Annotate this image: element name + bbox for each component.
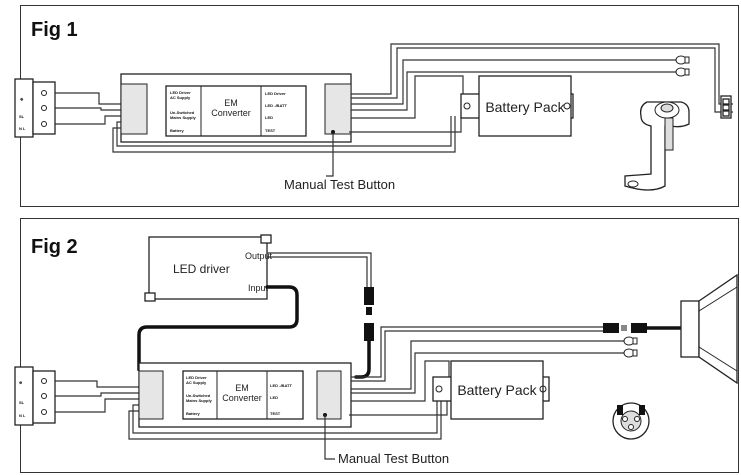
driver-output-plug: [364, 287, 374, 341]
figure-1-diagram: Fig 1 ⊕ SL N L LED Driver AC Supply Un-: [14, 19, 733, 192]
converter-label-out-driver: LED Driver: [265, 91, 286, 96]
test-button-bracket-sketch: [624, 101, 690, 191]
manual-test-button-label: Manual Test Button: [284, 177, 395, 192]
led-driver-output-label: Output: [245, 251, 273, 261]
converter2-label-battery: Battery: [186, 411, 201, 416]
siren-plug: [603, 323, 647, 333]
converter-label-led: LED: [265, 115, 273, 120]
svg-text:⊕: ⊕: [19, 380, 23, 385]
led-indicator-2: [675, 67, 690, 77]
led-indicator-1: [675, 55, 690, 65]
figure-1-panel: Fig 1 ⊕ SL N L LED Driver AC Supply Un-: [14, 5, 739, 207]
led-indicator-4: [623, 348, 638, 358]
svg-text:⊕: ⊕: [19, 97, 24, 101]
battery-pack-2-label: Battery Pack: [457, 382, 537, 398]
figure-1-title: Fig 1: [31, 19, 78, 41]
converter2-name-line1: EM: [235, 383, 249, 393]
converter-label-test: TEST: [265, 128, 276, 133]
converter2-label-ac-supply: AC Supply: [186, 380, 207, 385]
figure-2-panel: Fig 2 LED driver Output Input: [14, 218, 739, 473]
mains-terminal-block: ⊕ SL N L: [14, 78, 56, 138]
converter2-label-test: TEST: [270, 411, 281, 416]
em-converter-2: LED Driver AC Supply Un-Switched Mains S…: [138, 362, 352, 428]
svg-text:SL: SL: [19, 114, 25, 119]
manual-test-button-label-2: Manual Test Button: [338, 451, 449, 466]
converter2-label-mains: Mains Supply: [186, 398, 213, 403]
svg-text:SL: SL: [19, 400, 25, 405]
led-indicator-3: [623, 336, 638, 346]
figure-2-diagram: Fig 2 LED driver Output Input: [14, 234, 738, 466]
converter-label-unswitched: Un-Switched: [170, 110, 195, 115]
converter2-label-led-driver: LED Driver: [186, 375, 207, 380]
converter2-label-led-batt: LED -/BATT: [270, 383, 292, 388]
battery-pack-2: Battery Pack: [432, 360, 550, 420]
svg-text:N L: N L: [19, 126, 26, 131]
converter-label-led-batt: LED -/BATT: [265, 103, 287, 108]
converter-name-line2: Converter: [211, 108, 251, 118]
led-driver-label: LED driver: [173, 262, 230, 276]
battery-pack-label: Battery Pack: [485, 99, 565, 115]
battery-pack: Battery Pack: [460, 75, 574, 137]
converter-label-battery: Battery: [170, 128, 185, 133]
converter-name-line1: EM: [224, 98, 238, 108]
test-button-round-sketch: [612, 402, 650, 440]
converter2-label-unswitched: Un-Switched: [186, 393, 211, 398]
em-converter: LED Driver AC Supply Un-Switched Mains S…: [120, 73, 352, 143]
led-driver-input-label: Input: [248, 283, 269, 293]
converter2-name-line2: Converter: [222, 393, 262, 403]
converter-label-mains: Mains Supply: [170, 115, 197, 120]
siren-speaker: [680, 273, 738, 385]
converter2-label-led: LED: [270, 395, 278, 400]
figure-2-title: Fig 2: [31, 236, 78, 258]
output-connector: [720, 95, 732, 119]
led-driver: LED driver Output Input: [144, 234, 273, 302]
svg-text:N L: N L: [19, 413, 26, 418]
converter-label-ac-supply: AC Supply: [170, 95, 191, 100]
converter-label-led-driver: LED Driver: [170, 90, 191, 95]
mains-terminal-block: ⊕ SL N L: [14, 366, 56, 426]
